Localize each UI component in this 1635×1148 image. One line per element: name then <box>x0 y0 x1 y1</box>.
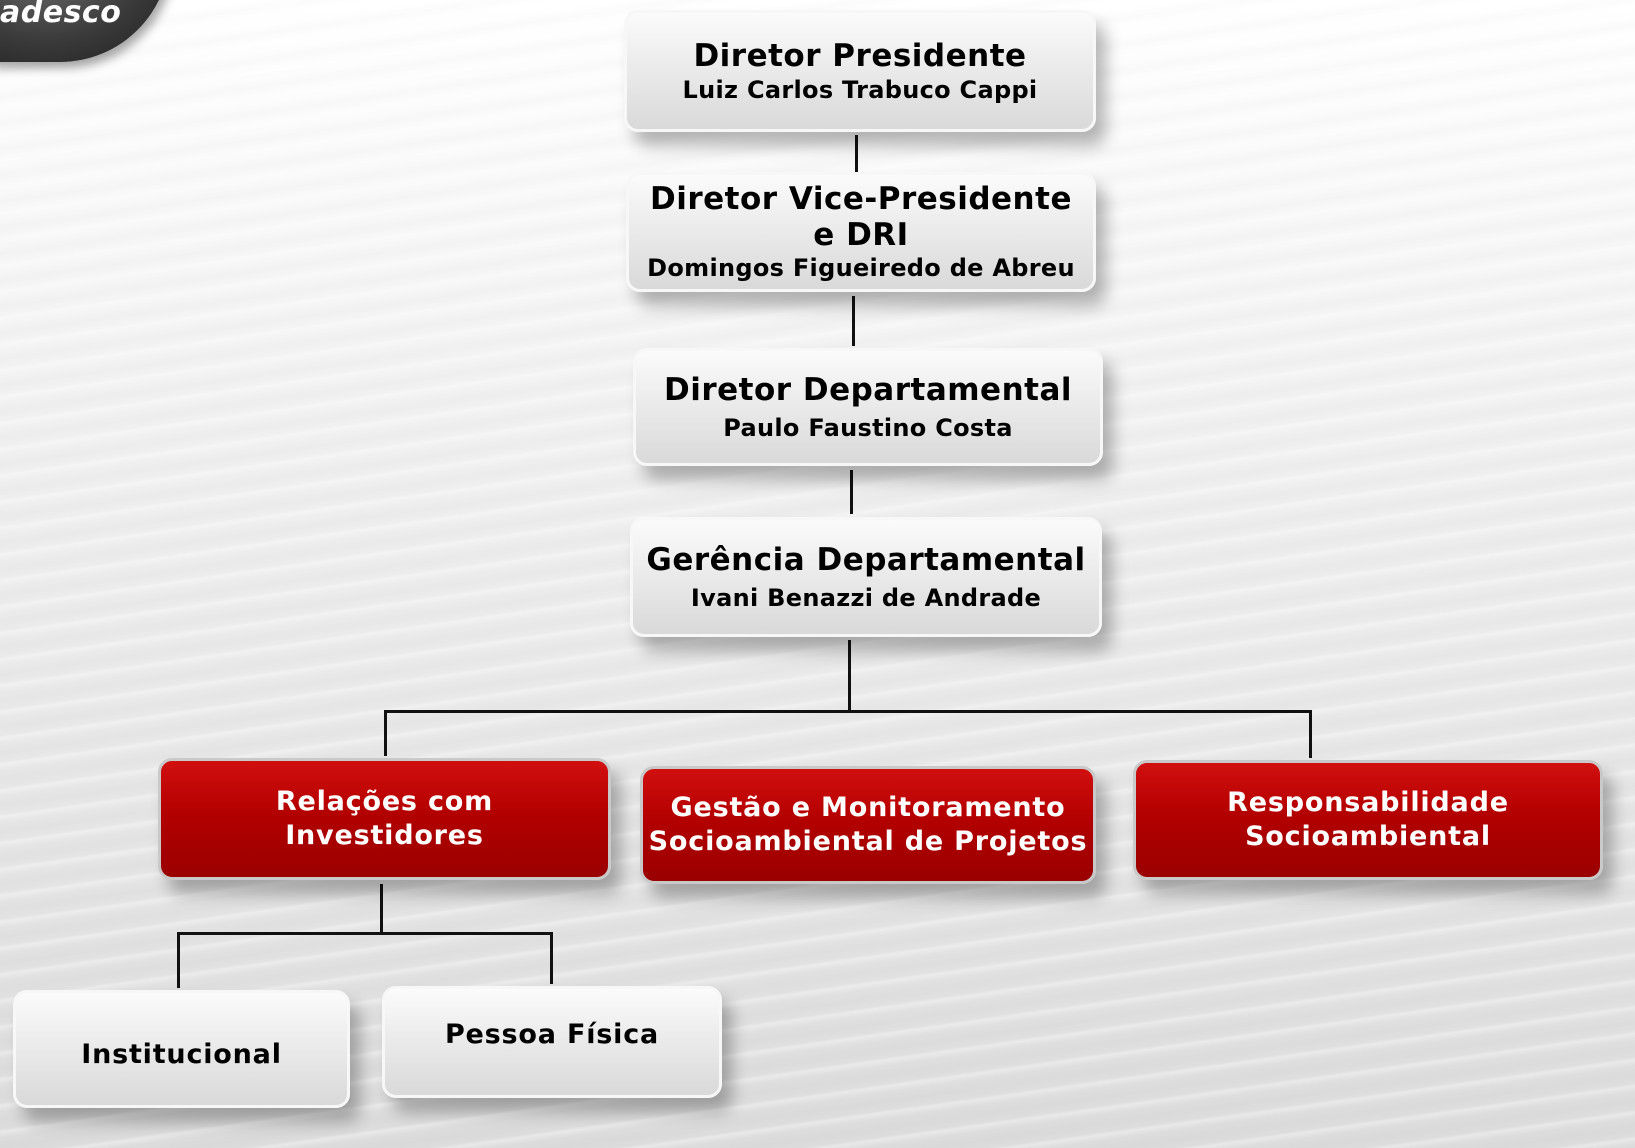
division-label: Responsabilidade Socioambiental <box>1227 787 1509 852</box>
org-box-institucional: Institucional <box>13 990 350 1108</box>
org-box-gerencia-departamental: Gerência Departamental Ivani Benazzi de … <box>630 517 1102 637</box>
org-box-diretor-vice-presidente: Diretor Vice-Presidente e DRI Domingos F… <box>626 172 1096 292</box>
logo-text: adesco <box>0 0 122 30</box>
connector-subunit-bus <box>177 932 553 935</box>
unit-label: Institucional <box>81 1039 282 1070</box>
org-box-diretor-departamental: Diretor Departamental Paulo Faustino Cos… <box>633 348 1103 466</box>
org-box-diretor-presidente: Diretor Presidente Luiz Carlos Trabuco C… <box>624 10 1096 132</box>
role-title: Diretor Vice-Presidente e DRI <box>650 181 1072 253</box>
person-name: Ivani Benazzi de Andrade <box>690 583 1042 612</box>
connector-drop-right <box>1309 710 1312 758</box>
division-label: Relações com Investidores <box>275 786 494 851</box>
connector-vp-director <box>852 296 855 346</box>
org-box-relacoes-investidores: Relações com Investidores <box>158 758 611 880</box>
connector-drop-left <box>384 710 387 756</box>
connector-division-bus <box>384 710 1312 713</box>
connector-ri-down <box>380 884 383 932</box>
person-name: Luiz Carlos Trabuco Cappi <box>682 75 1038 104</box>
connector-director-manager <box>850 470 853 514</box>
company-logo: adesco <box>0 0 170 62</box>
connector-drop-pessoa-fisica <box>550 932 553 984</box>
org-box-gestao-monitoramento: Gestão e Monitoramento Socioambiental de… <box>640 766 1096 884</box>
role-title: Diretor Presidente <box>693 37 1027 74</box>
connector-president-vp <box>855 135 858 175</box>
division-label: Gestão e Monitoramento Socioambiental de… <box>648 792 1088 857</box>
connector-manager-bus <box>848 640 851 712</box>
org-box-responsabilidade-socioambiental: Responsabilidade Socioambiental <box>1133 760 1603 880</box>
role-title: Gerência Departamental <box>646 541 1086 578</box>
connector-drop-institucional <box>177 932 180 988</box>
org-box-pessoa-fisica: Pessoa Física <box>382 986 722 1098</box>
role-title: Diretor Departamental <box>663 371 1073 408</box>
person-name: Paulo Faustino Costa <box>723 413 1013 442</box>
unit-label: Pessoa Física <box>444 1019 660 1050</box>
person-name: Domingos Figueiredo de Abreu <box>647 254 1075 282</box>
